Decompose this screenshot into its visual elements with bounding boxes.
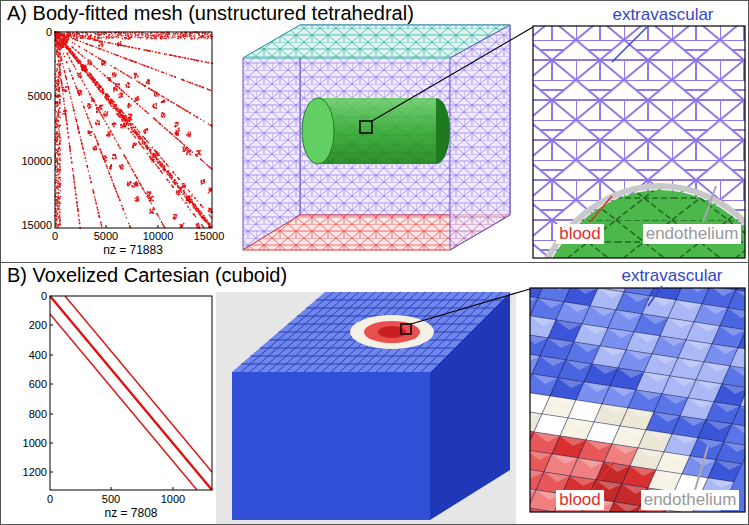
figure: {"diagram": { "nodes": [ {"text": ["A) B…: [0, 0, 749, 525]
